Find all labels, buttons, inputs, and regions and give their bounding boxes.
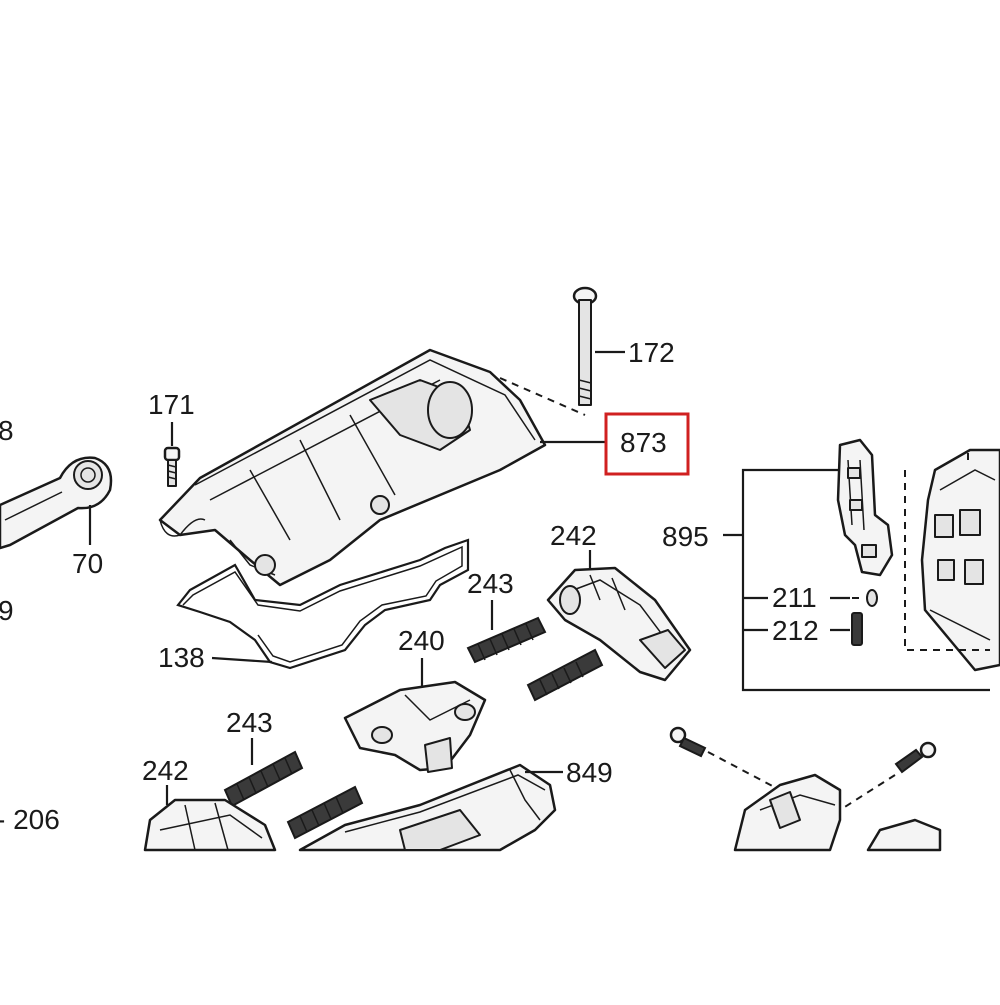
label-211: 211 <box>772 582 817 613</box>
label-240: 240 <box>398 625 445 656</box>
part-right-housing <box>904 448 1000 672</box>
label-243-lower: 243 <box>226 707 273 738</box>
label-8: 8 <box>0 415 14 446</box>
label-212: 212 <box>772 615 819 646</box>
highlight-box-873[interactable] <box>604 412 690 476</box>
part-873-cover <box>158 348 547 587</box>
part-243-springs-upper <box>466 616 604 702</box>
label-9: 9 <box>0 595 14 626</box>
part-70-shape <box>0 456 113 550</box>
part-138-seal <box>176 538 470 670</box>
part-lower-right-block <box>733 773 942 852</box>
part-849-frame <box>298 763 557 852</box>
label-70: 70 <box>72 548 103 579</box>
part-lower-right-screws <box>669 726 937 811</box>
part-172-screw <box>572 286 598 406</box>
part-211-ring <box>852 589 878 607</box>
label-873: 873 <box>620 427 667 458</box>
part-171-screw <box>163 446 181 487</box>
label-138: 138 <box>158 642 205 673</box>
dash-172 <box>499 377 586 416</box>
label-171: 171 <box>148 389 195 420</box>
label-242-lower: 242 <box>142 755 189 786</box>
part-895-plate <box>836 438 894 577</box>
part-895-bracket <box>723 468 990 692</box>
label-242-upper: 242 <box>550 520 597 551</box>
part-242-lower <box>143 798 277 852</box>
part-242-upper <box>546 566 692 682</box>
part-212-pin <box>851 612 863 646</box>
leader-138 <box>211 656 273 664</box>
part-240-block <box>343 680 487 773</box>
label-206: - 206 <box>0 804 60 835</box>
label-895: 895 <box>662 521 709 552</box>
label-172: 172 <box>628 337 675 368</box>
label-849: 849 <box>566 757 613 788</box>
label-243-upper: 243 <box>467 568 514 599</box>
part-243-springs-lower <box>223 750 364 840</box>
